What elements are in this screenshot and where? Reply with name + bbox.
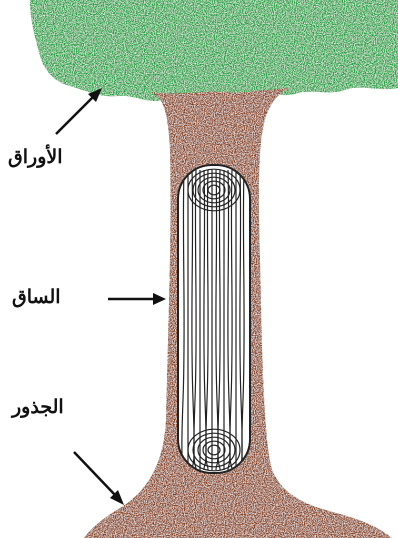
leaves-label: الأوراق [8,148,63,167]
roots-arrow [74,452,124,505]
bark-panel [178,165,250,473]
trunk-label: الساق [12,288,61,307]
trunk-arrow [108,293,166,305]
leaves-arrow [56,88,102,134]
roots-label: الجذور [12,398,64,417]
leaves-canopy [30,0,398,101]
